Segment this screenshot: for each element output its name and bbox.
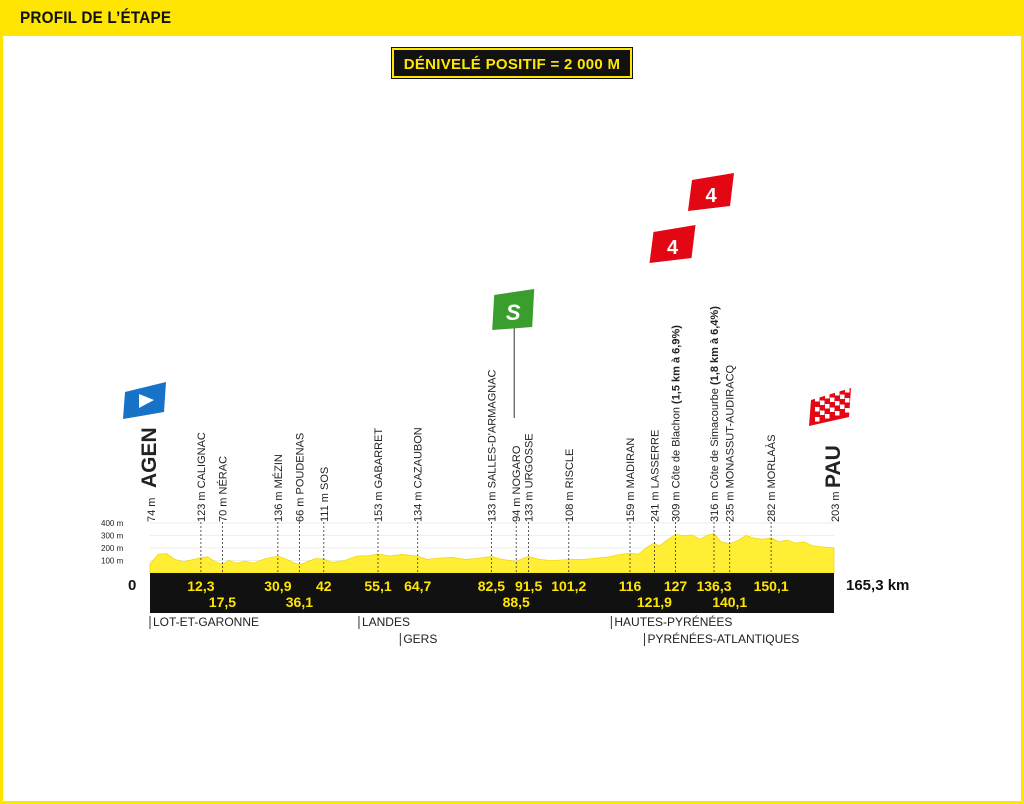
waypoint-label: 111 m SOS — [319, 467, 331, 522]
department-label: LOT-ET-GARONNE — [153, 615, 259, 629]
climb-category-flag — [688, 173, 734, 211]
checker-square — [845, 388, 850, 393]
end-distance-label: 165,3 km — [846, 577, 909, 594]
waypoint-label: 241 m LASSERRE — [649, 430, 661, 522]
checker-square — [825, 394, 830, 399]
profile-area — [149, 533, 835, 574]
y-tick-label: 200 m — [101, 544, 124, 553]
checker-square — [845, 398, 850, 403]
start-elevation: 74 m — [146, 498, 158, 522]
climb-category-number: 4 — [667, 237, 679, 259]
checker-square — [825, 404, 830, 409]
checker-square — [830, 397, 835, 402]
department-label: LANDES — [362, 615, 410, 629]
waypoint-label: 133 m SALLES-D'ARMAGNAC — [486, 369, 498, 522]
waypoint-label: 136 m MÉZIN — [272, 454, 285, 522]
waypoint-km: 17,5 — [209, 594, 236, 610]
finish-town: PAU — [822, 445, 845, 488]
sprint-symbol: S — [506, 300, 521, 325]
waypoint-km: 55,1 — [364, 578, 391, 594]
waypoint-km: 150,1 — [754, 578, 789, 594]
header-bar: PROFIL DE L’ÉTAPE — [0, 0, 1024, 36]
header-title: PROFIL DE L’ÉTAPE — [20, 8, 172, 27]
waypoint-km: 116 — [619, 578, 642, 594]
start-distance-label: 0 — [128, 577, 136, 594]
checker-square — [815, 397, 820, 402]
waypoint-label: 66 m POUDENAS — [294, 433, 306, 522]
waypoint-label: 309 m Côte de Blachon (1,5 km à 6,9%) — [671, 325, 683, 522]
finish-flag-icon — [809, 388, 851, 426]
department-label: GERS — [403, 632, 437, 646]
waypoint-label: 133 m URGOSSE — [524, 433, 536, 522]
waypoint-label: 316 m Côte de Simacourbe (1,8 km à 6,4%) — [709, 306, 721, 522]
y-tick-label: 300 m — [101, 532, 124, 541]
start-town: AGEN — [138, 427, 161, 488]
waypoint-label: 108 m RISCLE — [564, 449, 576, 522]
waypoint-km: 136,3 — [696, 578, 731, 594]
sprint-flag — [492, 289, 535, 330]
waypoint-km: 140,1 — [712, 594, 747, 610]
waypoint-km: 121,9 — [637, 594, 672, 610]
waypoint-label: 282 m MORLAÀS — [765, 435, 778, 522]
waypoint-km: 91,5 — [515, 578, 542, 594]
waypoint-km: 88,5 — [503, 594, 530, 610]
checker-square — [840, 404, 845, 409]
waypoint-label: 123 m CALIGNAC — [196, 432, 208, 522]
checker-square — [835, 411, 840, 416]
y-tick-label: 400 m — [101, 519, 124, 528]
checker-square — [830, 407, 835, 412]
climb-category-number: 4 — [705, 185, 717, 207]
y-tick-label: 100 m — [101, 557, 124, 566]
waypoint-km: 12,3 — [187, 578, 214, 594]
waypoint-label: 94 m NOGARO — [511, 445, 523, 522]
checker-square — [835, 401, 840, 406]
waypoint-km: 82,5 — [478, 578, 505, 594]
checker-square — [845, 408, 850, 413]
elevation-gain-text: DÉNIVELÉ POSITIF = 2 000 M — [403, 56, 621, 73]
waypoint-label: 134 m CAZAUBON — [413, 427, 425, 522]
climb-category-flag — [649, 225, 696, 263]
checker-square — [825, 414, 830, 419]
checker-square — [815, 407, 820, 412]
finish-elevation: 203 m — [830, 491, 842, 522]
checker-square — [835, 391, 840, 396]
checker-square — [815, 417, 820, 422]
waypoint-label: 70 m NÉRAC — [216, 456, 229, 522]
waypoint-km: 42 — [316, 578, 332, 594]
department-label: HAUTES-PYRÉNÉES — [614, 614, 732, 629]
climb-detail: (1,5 km à 6,9%) — [671, 325, 683, 407]
waypoint-km: 64,7 — [404, 578, 431, 594]
elevation-gain-badge: DÉNIVELÉ POSITIF = 2 000 M — [391, 47, 633, 79]
waypoint-km: 30,9 — [264, 578, 291, 594]
waypoint-label: 235 m MONASSUT-AUDIRACQ — [725, 364, 737, 522]
checker-square — [820, 400, 825, 405]
checker-square — [840, 394, 845, 399]
checker-square — [820, 410, 825, 415]
waypoint-km: 36,1 — [286, 594, 313, 610]
distance-band — [150, 573, 834, 613]
waypoint-label: 153 m GABARRET — [373, 428, 385, 522]
waypoint-km: 127 — [664, 578, 688, 594]
waypoint-km: 101,2 — [551, 578, 586, 594]
climb-detail: (1,8 km à 6,4%) — [709, 306, 721, 388]
start-arrow-icon — [139, 394, 154, 408]
waypoint-label: 159 m MADIRAN — [625, 438, 637, 522]
department-label: PYRÉNÉES-ATLANTIQUES — [647, 631, 799, 646]
